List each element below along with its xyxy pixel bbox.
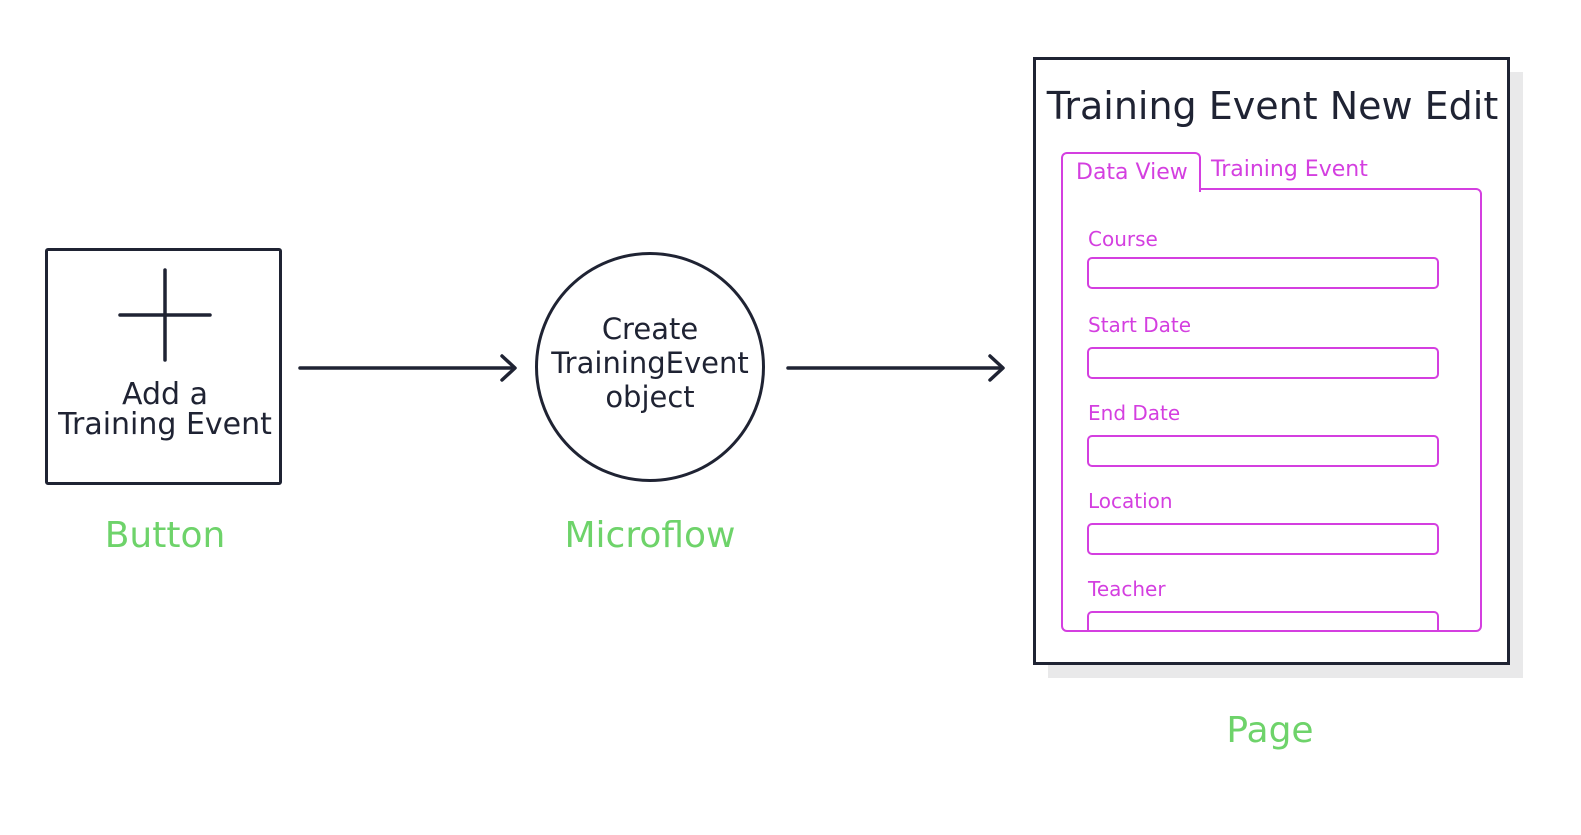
button-label-line1: Add a xyxy=(121,377,208,412)
arrow-right-icon xyxy=(786,354,1005,382)
course-field[interactable] xyxy=(1087,257,1439,289)
tab-training-event-label[interactable]: Training Event xyxy=(1211,157,1368,182)
start-date-field[interactable] xyxy=(1087,347,1439,379)
microflow-label-line1: Create xyxy=(601,312,699,346)
field-label-start-date: Start Date xyxy=(1088,313,1192,337)
microflow-node-shape xyxy=(535,252,765,482)
arrow-right-icon xyxy=(298,354,517,382)
page-title: Training Event New Edit xyxy=(1046,84,1499,128)
add-training-event-button-shape xyxy=(45,248,282,485)
field-label-course: Course xyxy=(1088,227,1158,251)
field-label-end-date: End Date xyxy=(1088,401,1181,425)
tab-panel xyxy=(1061,188,1482,632)
end-date-field[interactable] xyxy=(1087,435,1439,467)
button-caption: Button xyxy=(104,515,226,556)
microflow-node-label: Create TrainingEvent object xyxy=(535,312,765,414)
teacher-field-clip xyxy=(1087,611,1439,630)
microflow-label-line2: TrainingEvent xyxy=(551,346,749,380)
microflow-label-line3: object xyxy=(605,380,695,414)
page-caption: Page xyxy=(1226,710,1314,751)
tab-data-view-label[interactable]: Data View xyxy=(1076,160,1188,185)
field-label-teacher: Teacher xyxy=(1088,577,1166,601)
tab-data-view[interactable] xyxy=(1061,152,1201,192)
plus-icon xyxy=(118,268,212,362)
location-field[interactable] xyxy=(1087,523,1439,555)
field-label-location: Location xyxy=(1088,489,1173,513)
microflow-caption: Microflow xyxy=(564,515,736,556)
button-node-label: Add a Training Event xyxy=(45,380,285,440)
teacher-field[interactable] xyxy=(1087,611,1439,630)
button-label-line2: Training Event xyxy=(58,407,272,442)
